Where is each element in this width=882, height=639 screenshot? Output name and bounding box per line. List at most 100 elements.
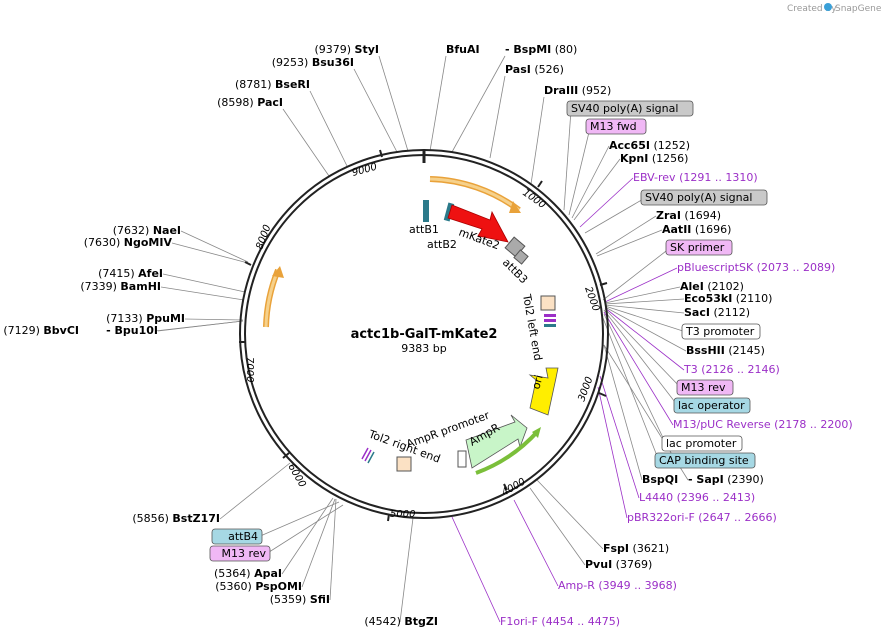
label-draiii-952-name: DraIII xyxy=(544,84,578,97)
mkate2-arrow[interactable] xyxy=(447,204,509,243)
label-ppumi-7133-position: (7133) xyxy=(106,312,146,325)
feature-label-ori[interactable]: ori xyxy=(529,373,545,390)
label-bsu36i-9253-text: (9253) Bsu36I xyxy=(272,56,354,69)
label-sv40-poly-a-signal[interactable]: SV40 poly(A) signal xyxy=(640,189,768,206)
label-ngomiv-7630[interactable]: (7630) NgoMIV xyxy=(84,236,173,249)
label-t3-promoter[interactable]: T3 promoter xyxy=(681,323,761,340)
label-bstz17i-5856-leader xyxy=(219,462,291,520)
orange-arrow-top[interactable] xyxy=(429,176,521,213)
label-ppumi-7133[interactable]: (7133) PpuMI xyxy=(106,312,185,325)
label-bsu36i-9253-position: (9253) xyxy=(272,56,312,69)
feature-label-attb2[interactable]: attB2 xyxy=(427,238,457,251)
tol2-left-end-marker[interactable] xyxy=(540,295,556,311)
label-zrai-1694[interactable]: ZraI (1694) xyxy=(656,209,721,222)
label-l4440-2396-2413-leader xyxy=(599,375,640,499)
label-pbr322ori-f-2647-2666[interactable]: pBR322ori-F (2647 .. 2666) xyxy=(627,511,777,524)
label-sk-primer[interactable]: SK primer xyxy=(665,239,733,256)
label-bspqi-name: BspQI xyxy=(642,473,678,486)
label-bstz17i-5856[interactable]: (5856) BstZ17I xyxy=(132,512,220,525)
label-kpni-1256-position: (1256) xyxy=(648,152,688,165)
ampr-arrow[interactable] xyxy=(465,414,528,469)
ampr-promoter-marker[interactable] xyxy=(457,450,467,468)
label-alei-2102[interactable]: AleI (2102) xyxy=(680,280,744,293)
label-btgzi-4542[interactable]: (4542) BtgZI xyxy=(364,615,438,628)
label-bseri-8781-name: BseRI xyxy=(275,78,310,91)
label-sv40-poly-a-signal[interactable]: SV40 poly(A) signal xyxy=(566,100,694,117)
label-amp-r-3949-3968[interactable]: Amp-R (3949 .. 3968) xyxy=(558,579,677,592)
label-ebv-rev-1291-1310-text: EBV-rev (1291 .. 1310) xyxy=(633,171,758,184)
label-m13-puc-reverse-2178-2200[interactable]: M13/pUC Reverse (2178 .. 2200) xyxy=(673,418,853,431)
label-fspi-3621[interactable]: FspI (3621) xyxy=(603,542,669,555)
label-zrai-1694-text: ZraI (1694) xyxy=(656,209,721,222)
label-bsu36i-9253[interactable]: (9253) Bsu36I xyxy=(272,56,354,69)
label-bstz17i-5856-position: (5856) xyxy=(132,512,172,525)
label-apai-5364[interactable]: (5364) ApaI xyxy=(214,567,282,580)
label-draiii-952[interactable]: DraIII (952) xyxy=(544,84,611,97)
label-acc65i-1252[interactable]: Acc65I (1252) xyxy=(609,139,690,152)
label-pbluescriptsk-2073-2089[interactable]: pBluescriptSK (2073 .. 2089) xyxy=(677,261,835,274)
tick-mark-9000 xyxy=(379,149,383,158)
label-bsshii-2145[interactable]: BssHII (2145) xyxy=(686,344,765,357)
label-m13-fwd[interactable]: M13 fwd xyxy=(585,118,647,135)
label-bbvci-7129[interactable]: (7129) BbvCI xyxy=(3,324,79,337)
attb1-marker[interactable] xyxy=(423,200,429,222)
tol2-right-end-marker[interactable] xyxy=(396,456,412,472)
label-kpni-1256-text: KpnI (1256) xyxy=(620,152,688,165)
label-bamhi-7339[interactable]: (7339) BamHI xyxy=(80,280,161,293)
label-attb4[interactable]: attB4 xyxy=(211,528,263,545)
label-acc65i-1252-name: Acc65I xyxy=(609,139,650,152)
label-pvui-3769[interactable]: PvuI (3769) xyxy=(585,558,652,571)
label-sapi-2390-name: - SapI xyxy=(688,473,724,486)
label-afei-7415[interactable]: (7415) AfeI xyxy=(98,267,163,280)
tick-label-7000: 7000 xyxy=(244,357,255,382)
label-bspqi-text: BspQI xyxy=(642,473,678,486)
label-afei-7415-name: AfeI xyxy=(138,267,163,280)
label-lac-promoter[interactable]: lac promoter xyxy=(661,435,743,452)
label-cap-binding-site-box xyxy=(654,452,756,469)
label-bfuai-leader xyxy=(429,55,447,152)
label-pasi-526[interactable]: PasI (526) xyxy=(505,63,564,76)
label-lac-promoter-leader xyxy=(603,313,667,445)
label-saci-2112-position: (2112) xyxy=(710,306,750,319)
label-pspomi-5360[interactable]: (5360) PspOMI xyxy=(215,580,302,593)
label-bspmi-80[interactable]: - BspMI (80) xyxy=(505,43,577,56)
label-sfii-5359-name: SfiI xyxy=(310,593,330,606)
label-eco53ki-2110-text: Eco53kI (2110) xyxy=(684,292,772,305)
label-aatii-1696-position: (1696) xyxy=(691,223,731,236)
label-f1ori-f-4454-4475[interactable]: F1ori-F (4454 .. 4475) xyxy=(500,615,620,628)
label-bspqi[interactable]: BspQI xyxy=(642,473,678,486)
feature-label-attb3[interactable]: attB3 xyxy=(500,256,530,286)
label-lac-operator[interactable]: lac operator xyxy=(673,397,751,414)
label-sapi-2390[interactable]: - SapI (2390) xyxy=(688,473,764,486)
label-bbvci-7129-text: (7129) BbvCI xyxy=(3,324,79,337)
label-t3-2126-2146[interactable]: T3 (2126 .. 2146) xyxy=(683,363,780,376)
label-eco53ki-2110[interactable]: Eco53kI (2110) xyxy=(684,292,772,305)
label-sfii-5359[interactable]: (5359) SfiI xyxy=(270,593,330,606)
label-cap-binding-site[interactable]: CAP binding site xyxy=(654,452,756,469)
label-bseri-8781[interactable]: (8781) BseRI xyxy=(235,78,310,91)
green-arrow[interactable] xyxy=(475,429,540,475)
label-saci-2112[interactable]: SacI (2112) xyxy=(684,306,750,319)
label-naei-7632[interactable]: (7632) NaeI xyxy=(113,224,181,237)
label-styi-9379[interactable]: (9379) StyI xyxy=(314,43,379,56)
label-l4440-2396-2413-position: (2396 .. 2413) xyxy=(673,491,755,504)
label-m13-rev-box xyxy=(209,545,271,562)
label-l4440-2396-2413[interactable]: L4440 (2396 .. 2413) xyxy=(639,491,755,504)
label-bpu10i[interactable]: - Bpu10I xyxy=(106,324,158,337)
label-m13-rev-name: M13 rev xyxy=(681,381,726,394)
label-m13-rev[interactable]: M13 rev xyxy=(209,545,271,562)
feature-label-attb1[interactable]: attB1 xyxy=(409,223,439,236)
label-amp-r-3949-3968-text: Amp-R (3949 .. 3968) xyxy=(558,579,677,592)
label-bbvci-7129-position: (7129) xyxy=(3,324,43,337)
label-ebv-rev-1291-1310[interactable]: EBV-rev (1291 .. 1310) xyxy=(633,171,758,184)
label-bfuai[interactable]: BfuAI xyxy=(446,43,480,56)
label-m13-rev[interactable]: M13 rev xyxy=(676,379,734,396)
label-aatii-1696[interactable]: AatII (1696) xyxy=(662,223,731,236)
label-kpni-1256[interactable]: KpnI (1256) xyxy=(620,152,688,165)
label-f1ori-f-4454-4475-position: (4454 .. 4475) xyxy=(538,615,620,628)
label-sk-primer-box xyxy=(665,239,733,256)
label-alei-2102-position: (2102) xyxy=(704,280,744,293)
label-paci-8598[interactable]: (8598) PacI xyxy=(217,96,283,109)
created-by-text: Created by xyxy=(787,4,837,14)
ori-arrow[interactable] xyxy=(528,367,559,416)
